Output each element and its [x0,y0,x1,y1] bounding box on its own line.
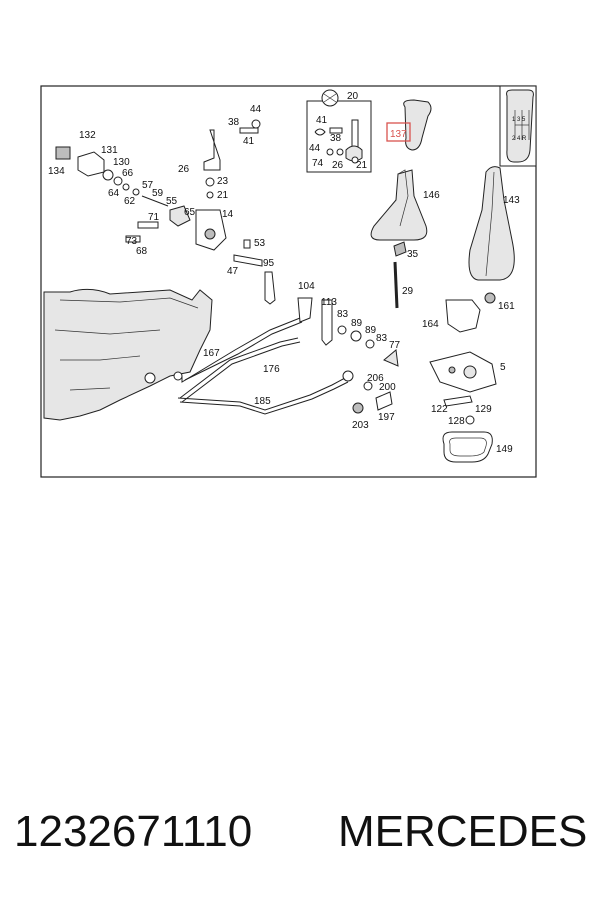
callout-89b: 89 [365,325,377,336]
callout-131: 131 [101,145,118,156]
highlight-box [386,122,411,142]
callout-137-highlighted: 137 [390,129,407,140]
callout-labels: 132 131 130 66 134 64 62 57 59 55 71 65 … [48,91,520,455]
callout-200: 200 [379,382,396,393]
callout-122: 122 [431,404,448,415]
selector-parts [55,119,399,414]
callout-64: 64 [108,188,120,199]
callout-20: 20 [347,91,359,102]
callout-38b: 38 [330,133,342,144]
transmission-housing [43,288,213,421]
shift-pattern-bottom: 2 4 R [512,136,527,142]
callout-44a: 44 [250,104,262,115]
callout-21b: 21 [356,160,368,171]
callout-83b: 83 [376,333,388,344]
shift-pattern-top: 1 3 5 [512,117,526,123]
callout-143: 143 [503,195,520,206]
diagram-frame [40,85,537,478]
callout-146: 146 [423,190,440,201]
callout-68: 68 [136,246,148,257]
callout-26a: 26 [178,164,190,175]
callout-113: 113 [321,297,337,308]
callout-129: 129 [475,404,492,415]
shift-boot-143 [468,166,515,281]
callout-35: 35 [407,249,419,260]
callout-167: 167 [203,348,220,359]
callout-65: 65 [184,207,196,218]
callout-206: 206 [367,373,384,384]
callout-57: 57 [142,180,154,191]
callout-26b: 26 [332,160,344,171]
callout-164: 164 [422,319,439,330]
callout-149: 149 [496,444,513,455]
callout-44b: 44 [309,143,321,154]
callout-29: 29 [402,286,414,297]
callout-128: 128 [448,416,465,427]
callout-185: 185 [254,396,271,407]
callout-77: 77 [389,340,401,351]
shift-lever [393,241,407,309]
callout-89a: 89 [351,318,363,329]
callout-14: 14 [222,209,234,220]
callout-5: 5 [500,362,506,373]
callout-66: 66 [122,168,134,179]
callout-59: 59 [152,188,164,199]
callout-74: 74 [312,158,324,169]
caption-bar: 1232671110 MERCEDES [14,807,587,856]
callout-62: 62 [124,196,136,207]
callout-176: 176 [263,364,280,375]
callout-41a: 41 [243,136,255,147]
shift-rods [177,317,349,415]
callout-71: 71 [148,212,160,223]
callout-161: 161 [498,301,515,312]
callout-47: 47 [227,266,239,277]
callout-38a: 38 [228,117,240,128]
part-number-text: 1232671110 [14,807,252,856]
callout-21a: 21 [217,190,229,201]
shifter-base [429,292,497,463]
callout-53: 53 [254,238,266,249]
small-parts-inset [306,100,372,173]
shift-boot-146 [370,169,428,241]
callout-130: 130 [113,157,130,168]
callout-197: 197 [378,412,395,423]
inset-parts-drawing [314,89,363,164]
callout-132: 132 [79,130,96,141]
callout-95: 95 [263,258,275,269]
brand-text: MERCEDES [338,807,587,856]
exploded-parts-diagram: 1 3 5 2 4 R [40,85,537,478]
callout-55: 55 [166,196,178,207]
callout-134: 134 [48,166,65,177]
callout-73: 73 [126,236,138,247]
callout-203: 203 [352,420,369,431]
shift-pattern-inset: 1 3 5 2 4 R [499,85,537,167]
callout-83a: 83 [337,309,349,320]
callout-23: 23 [217,176,229,187]
callout-104: 104 [298,281,315,292]
callout-41b: 41 [316,115,328,126]
